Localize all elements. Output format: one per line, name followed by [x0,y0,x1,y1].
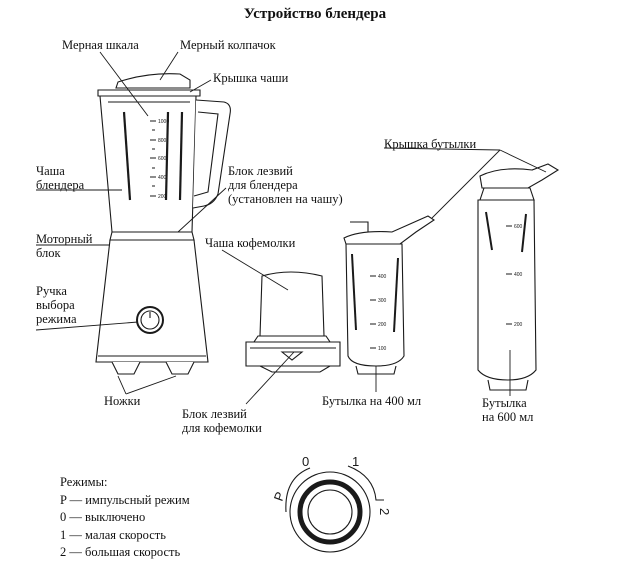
label-jug-line1: Чаша [36,164,65,178]
label-bottle-lid: Крышка бутылки [384,137,477,151]
label-jug-line2: блендера [36,178,85,192]
bottle-400-scale-label: 400 [378,274,387,280]
jug-scale-ticks [150,120,156,197]
jug-scale-label: 1000 [158,119,169,125]
bottle-400-scale-label: 200 [378,322,387,328]
jug-scale-label: 600 [158,156,167,162]
jug-scale-label: 400 [158,175,167,181]
label-measuring-cap: Мерный колпачок [180,38,276,52]
bottle-600 [477,163,560,391]
legend-item-0: 0 — выключено [60,510,146,524]
jug-scale-label: 200 [158,194,167,200]
label-grinder-bowl: Чаша кофемолки [205,236,296,250]
legend-item-1: 1 — малая скорость [60,527,166,542]
bottle-600-scale-label: 200 [514,322,523,328]
label-mode-knob-line1: Ручка [36,284,67,298]
blender-jug [97,73,231,241]
label-mode-knob-line3: режима [36,312,77,326]
dial-mark-2: 2 [377,508,392,515]
grinder [245,271,341,373]
label-feet: Ножки [104,394,141,408]
bottle-400-scale-label: 300 [378,298,387,304]
label-blade-unit-jug-line1: Блок лезвий [228,164,293,178]
motor-base [95,239,209,375]
label-bottle-600-line1: Бутылка [482,396,527,410]
label-blade-unit-jug-line3: (установлен на чашу) [228,192,343,206]
legend-item-p: P — импульсный режим [60,492,190,507]
label-motor-unit-line1: Моторный [36,232,93,246]
label-measuring-scale: Мерная шкала [62,38,139,52]
bottle-600-scale-label: 600 [514,224,523,230]
label-bottle-600-line2: на 600 мл [482,410,534,424]
modes-legend: Режимы: P — импульсный режим 0 — выключе… [60,474,190,562]
label-bottle-400: Бутылка на 400 мл [322,394,422,408]
legend-heading: Режимы: [60,475,108,489]
mode-dial [285,465,384,553]
dial-mark-1: 1 [352,454,359,469]
leader-lines [35,51,547,405]
label-motor-unit-line2: блок [36,246,61,260]
label-blade-unit-jug-line2: для блендера [228,178,298,192]
page-title: Устройство блендера [243,6,387,22]
bottle-600-scale-label: 400 [514,272,523,278]
label-grinder-blade-line2: для кофемолки [182,421,262,435]
label-mode-knob-line2: выбора [36,298,75,312]
jug-scale-label: 800 [158,138,167,144]
label-grinder-blade-line1: Блок лезвий [182,407,247,421]
dial-mark-0: 0 [302,454,309,469]
scale-numbers: 1000 800 600 400 200 400 300 200 100 600… [158,119,523,352]
bottle-600-ticks [506,225,512,325]
dial-mark-p: P [271,490,288,503]
bottle-400-ticks [370,275,376,349]
label-jug-lid: Крышка чаши [213,71,289,85]
legend-item-2: 2 — большая скорость [60,545,181,559]
bottle-400 [343,215,435,375]
bottle-400-scale-label: 100 [378,346,387,352]
